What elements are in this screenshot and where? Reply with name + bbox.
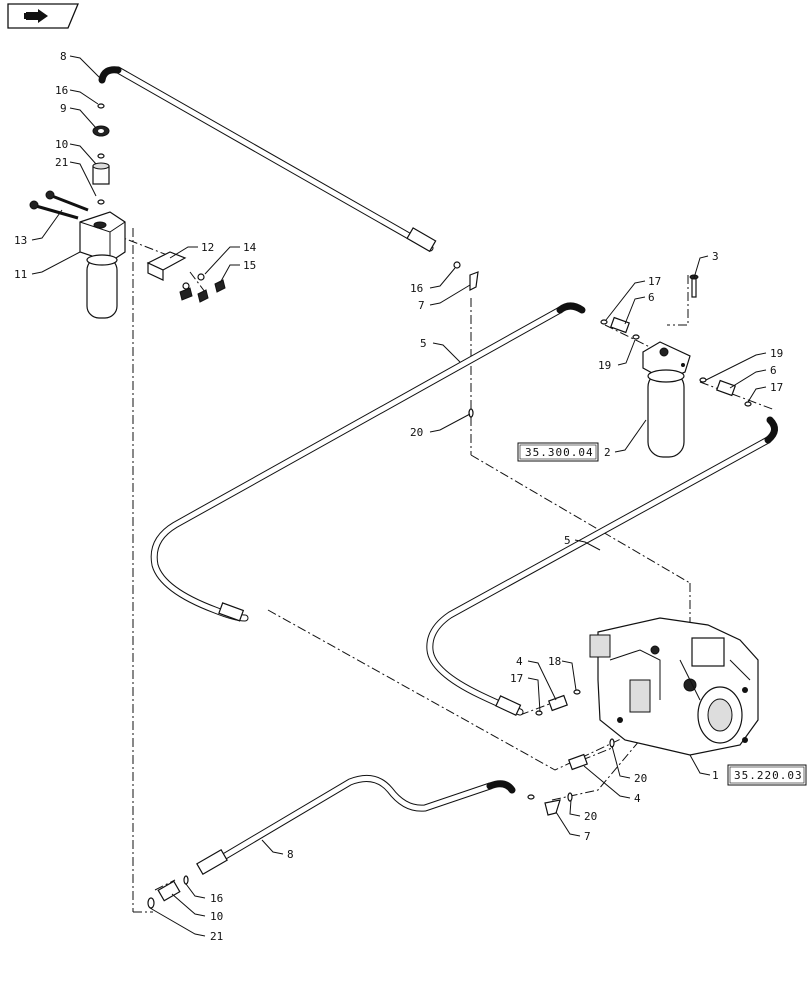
- filter-assembly-2: [642, 341, 691, 458]
- callout-12: 12: [201, 241, 214, 254]
- oring-20-top: [468, 408, 474, 418]
- bracket-12: [146, 251, 226, 303]
- pump-fittings: [535, 689, 615, 771]
- filter-reference-text: 35.300.04: [525, 446, 594, 459]
- callout-19-b: 19: [770, 347, 783, 360]
- callout-21-low: 21: [210, 930, 223, 943]
- callout-8-top: 8: [60, 50, 67, 63]
- top-fittings-stack: [92, 103, 110, 205]
- center-lines: [112, 228, 776, 913]
- callout-13: 13: [14, 234, 27, 247]
- callout-labels: 8 16 9 10 21 13 11 12 14 15 16 7 3 17 6 …: [14, 50, 783, 943]
- callout-15: 15: [243, 259, 256, 272]
- callout-17-b: 17: [770, 381, 783, 394]
- hose-5-right: [426, 416, 778, 716]
- callout-10-low: 10: [210, 910, 223, 923]
- lower-fittings: [147, 875, 189, 909]
- hose-5-left: [150, 302, 586, 622]
- callout-17-a: 17: [648, 275, 661, 288]
- bolt-3: [689, 274, 699, 298]
- navigation-button[interactable]: [7, 3, 79, 29]
- callout-6-a: 6: [648, 291, 655, 304]
- filter-fittings: [600, 316, 752, 407]
- filter-head-block-11: [79, 211, 126, 319]
- callout-10-top: 10: [55, 138, 68, 151]
- hose-upper-8: [98, 66, 437, 253]
- pump-reference-text: 35.220.03: [734, 769, 803, 782]
- elbow-7-low: [527, 792, 573, 816]
- callout-11: 11: [14, 268, 27, 281]
- callout-16-mid: 16: [410, 282, 423, 295]
- callout-4-b: 4: [634, 792, 641, 805]
- callout-5-top: 5: [420, 337, 427, 350]
- callout-18: 18: [548, 655, 561, 668]
- callout-7-low: 7: [584, 830, 591, 843]
- callout-5-mid: 5: [564, 534, 571, 547]
- callout-19-a: 19: [598, 359, 611, 372]
- callout-9: 9: [60, 102, 67, 115]
- elbow-7-mid: [453, 261, 479, 291]
- callout-3: 3: [712, 250, 719, 263]
- callout-16-low: 16: [210, 892, 223, 905]
- callout-20-low: 20: [584, 810, 597, 823]
- callout-14: 14: [243, 241, 257, 254]
- callout-2: 2: [604, 446, 611, 459]
- filter-reference-link[interactable]: 35.300.04: [517, 442, 599, 462]
- callout-6-b: 6: [770, 364, 777, 377]
- navigation-arrow-icon: [24, 9, 48, 23]
- bolts-13: [29, 190, 89, 220]
- leader-lines: [31, 55, 767, 937]
- hydraulic-pump-1: [589, 617, 759, 756]
- callout-21-top: 21: [55, 156, 68, 169]
- callout-16-top: 16: [55, 84, 68, 97]
- hose-lower-8: [196, 774, 516, 876]
- callout-4-a: 4: [516, 655, 523, 668]
- callout-17-c: 17: [510, 672, 523, 685]
- callout-7-mid: 7: [418, 299, 425, 312]
- callout-20-mid: 20: [634, 772, 647, 785]
- callout-20-top: 20: [410, 426, 423, 439]
- callout-1: 1: [712, 769, 719, 782]
- pump-reference-link[interactable]: 35.220.03: [727, 764, 807, 786]
- callout-8-low: 8: [287, 848, 294, 861]
